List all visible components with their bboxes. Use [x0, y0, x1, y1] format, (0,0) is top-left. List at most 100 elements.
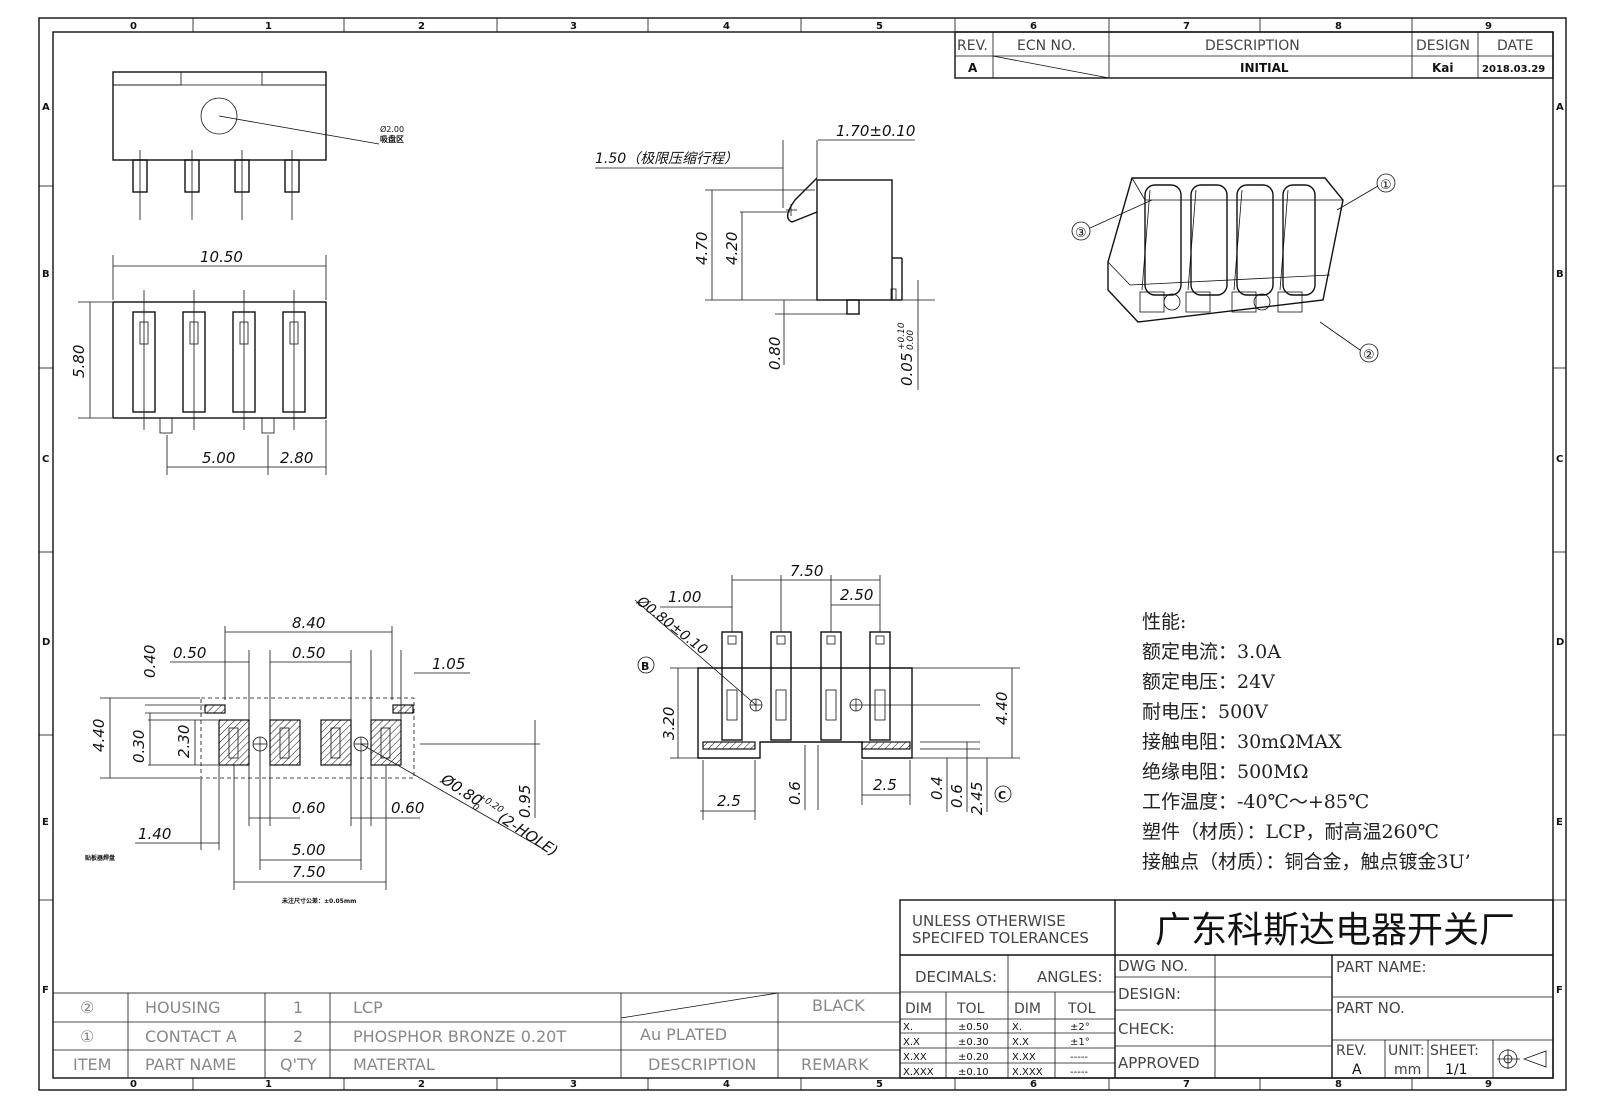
svg-text:绝缘电阻：500MΩ: 绝缘电阻：500MΩ: [1142, 761, 1308, 783]
svg-text:①: ①: [80, 1027, 94, 1046]
svg-text:5.00: 5.00: [292, 841, 325, 859]
side-view: 1.70±0.10 1.50（极限压缩行程） 4.70 4.20 0.80 0.…: [595, 122, 935, 390]
outer-border: [38, 17, 1567, 1091]
svg-text:2: 2: [418, 21, 425, 32]
svg-text:C: C: [42, 454, 49, 465]
svg-text:0.50: 0.50: [292, 644, 325, 662]
svg-text:DIM: DIM: [1014, 1001, 1041, 1017]
svg-text:广东科斯达电器开关厂: 广东科斯达电器开关厂: [1155, 910, 1515, 951]
svg-text:2018.03.29: 2018.03.29: [1482, 64, 1545, 75]
svg-text:SHEET:: SHEET:: [1430, 1043, 1479, 1059]
svg-text:5: 5: [876, 1079, 883, 1090]
svg-text:TOL: TOL: [1067, 1001, 1096, 1017]
svg-text:8: 8: [1335, 1079, 1342, 1090]
svg-text:CHECK:: CHECK:: [1118, 1020, 1175, 1038]
svg-text:X.: X.: [903, 1022, 913, 1033]
svg-text:吸盘区: 吸盘区: [380, 134, 404, 144]
zone-ticks: [39, 18, 1566, 1090]
svg-text:DESCRIPTION: DESCRIPTION: [648, 1055, 756, 1074]
svg-text:1.50（极限压缩行程）: 1.50（极限压缩行程）: [595, 151, 738, 167]
svg-text:1.70±0.10: 1.70±0.10: [836, 122, 915, 140]
svg-text:X.X: X.X: [1012, 1037, 1029, 1048]
svg-text:D: D: [1556, 637, 1564, 648]
row-labels: A B C D E F A B C D E F: [42, 102, 1564, 996]
svg-text:5: 5: [876, 21, 883, 32]
svg-text:未注尺寸公差：±0.05mm: 未注尺寸公差：±0.05mm: [282, 897, 356, 905]
svg-text:+0.10: +0.10: [897, 322, 907, 350]
svg-text:A: A: [968, 61, 978, 75]
svg-text:7.50: 7.50: [790, 562, 823, 580]
svg-text:A: A: [42, 102, 50, 113]
svg-text:0: 0: [470, 802, 480, 814]
svg-text:0.95: 0.95: [516, 785, 534, 818]
svg-text:ANGLES:: ANGLES:: [1037, 968, 1103, 986]
svg-text:7.50: 7.50: [292, 863, 325, 881]
svg-text:DECIMALS:: DECIMALS:: [915, 968, 997, 986]
svg-text:0: 0: [130, 21, 137, 32]
svg-text:APPROVED: APPROVED: [1118, 1054, 1200, 1072]
svg-text:6: 6: [1030, 21, 1037, 32]
title-block: UNLESS OTHERWISE SPECIFED TOLERANCES 广东科…: [899, 899, 1554, 1079]
svg-text:DIM: DIM: [905, 1001, 932, 1017]
svg-text:C: C: [1556, 454, 1563, 465]
svg-text:X.XXX: X.XXX: [903, 1067, 934, 1078]
svg-text:3.20: 3.20: [660, 707, 678, 740]
svg-text:9: 9: [1485, 1079, 1492, 1090]
svg-text:3: 3: [570, 21, 577, 32]
svg-text:3: 3: [570, 1079, 577, 1090]
svg-text:5.80: 5.80: [70, 345, 88, 378]
iso-view: ① ② ③: [1071, 173, 1396, 363]
svg-text:2.80: 2.80: [280, 449, 313, 467]
revision-block: REV. ECN NO. DESCRIPTION DESIGN DATE A I…: [954, 31, 1554, 79]
svg-text:±0.10: ±0.10: [958, 1067, 989, 1078]
svg-text:E: E: [1556, 817, 1563, 828]
svg-text:5.00: 5.00: [202, 449, 235, 467]
svg-text:±0.30: ±0.30: [958, 1037, 989, 1048]
svg-text:2.45: 2.45: [968, 782, 986, 815]
svg-text:DATE: DATE: [1497, 38, 1533, 54]
svg-text:1: 1: [265, 1079, 272, 1090]
svg-text:B: B: [641, 660, 649, 673]
svg-text:±0.50: ±0.50: [958, 1022, 989, 1033]
bom-table: ② HOUSING 1 LCP BLACK ① CONTACT A 2 PHOS…: [52, 992, 901, 1079]
svg-text:0.80: 0.80: [766, 337, 784, 370]
svg-text:REV.: REV.: [957, 38, 988, 54]
svg-text:0.4: 0.4: [928, 776, 946, 800]
svg-text:±0.20: ±0.20: [958, 1052, 989, 1063]
svg-text:额定电流：3.0A: 额定电流：3.0A: [1142, 641, 1281, 663]
svg-text:接触点（材质）：铜合金，触点镀金3U’: 接触点（材质）：铜合金，触点镀金3U’: [1142, 851, 1471, 873]
pcb-layout: 8.40 0.50 0.50 1.05 4.40 0.40 0.30 2.30 …: [85, 614, 561, 905]
svg-text:SPECIFED TOLERANCES: SPECIFED TOLERANCES: [912, 929, 1089, 947]
svg-text:±1°: ±1°: [1070, 1037, 1090, 1048]
svg-text:BLACK: BLACK: [812, 996, 865, 1015]
svg-text:A: A: [1352, 1062, 1362, 1078]
svg-text:4.70: 4.70: [693, 232, 711, 265]
svg-text:0.6: 0.6: [948, 784, 966, 808]
svg-text:MATERTAL: MATERTAL: [353, 1055, 435, 1074]
svg-text:贴板器焊盘: 贴板器焊盘: [85, 854, 115, 862]
svg-text:4: 4: [723, 21, 730, 32]
svg-text:2.5: 2.5: [873, 776, 897, 794]
svg-text:4.20: 4.20: [723, 232, 741, 265]
svg-text:B: B: [1556, 269, 1564, 280]
svg-text:mm: mm: [1394, 1062, 1421, 1078]
svg-text:接触电阻：30mΩMAX: 接触电阻：30mΩMAX: [1142, 731, 1342, 753]
svg-text:0.50: 0.50: [173, 644, 206, 662]
svg-text:1.40: 1.40: [138, 825, 171, 843]
svg-text:F: F: [1556, 985, 1563, 996]
svg-text:0.60: 0.60: [391, 799, 424, 817]
svg-text:PART NAME:: PART NAME:: [1336, 958, 1427, 976]
svg-text:0.60: 0.60: [292, 799, 325, 817]
svg-text:TOL: TOL: [956, 1001, 985, 1017]
svg-text:E: E: [42, 817, 49, 828]
svg-text:Ø2.00: Ø2.00: [380, 124, 404, 134]
svg-text:耐电压：500V: 耐电压：500V: [1142, 701, 1268, 723]
svg-text:8.40: 8.40: [292, 614, 325, 632]
svg-text:额定电压：24V: 额定电压：24V: [1142, 671, 1275, 693]
svg-text:DESIGN:: DESIGN:: [1118, 985, 1181, 1003]
svg-text:1/1: 1/1: [1445, 1062, 1468, 1078]
svg-text:ITEM: ITEM: [73, 1055, 111, 1074]
svg-text:Q'TY: Q'TY: [280, 1055, 317, 1074]
svg-text:4: 4: [723, 1079, 730, 1090]
